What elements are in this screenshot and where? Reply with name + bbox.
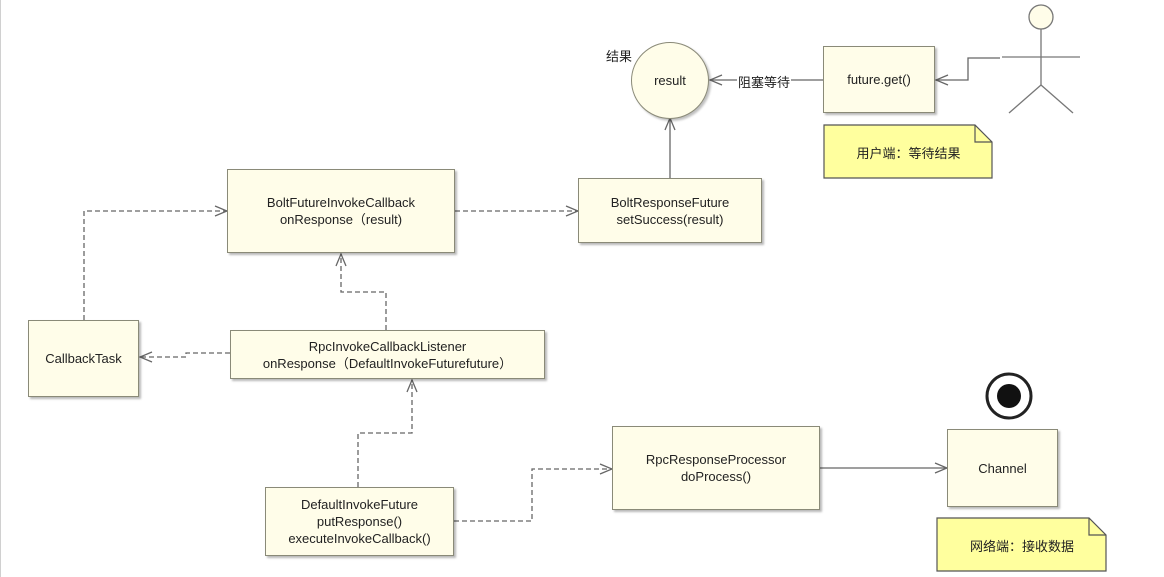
bolt-future-invoke-callback-line1: BoltFutureInvokeCallback: [266, 195, 416, 210]
rpc-invoke-callback-listener-node[interactable]: RpcInvokeCallbackListener onResponse（Def…: [230, 330, 545, 379]
default-invoke-future-line3: executeInvokeCallback(): [288, 531, 431, 546]
actor-icon: [1002, 4, 1080, 114]
user-side-note-text: 用户端：等待结果: [856, 145, 961, 161]
result-label: result: [654, 73, 686, 88]
rpc-invoke-callback-listener-line1: RpcInvokeCallbackListener: [308, 338, 467, 354]
result-circle[interactable]: result: [631, 42, 709, 119]
bolt-future-invoke-callback-line2: onResponse（result): [279, 212, 403, 227]
future-get-label: future.get(): [847, 72, 911, 87]
network-side-note-text: 网络端：接收数据: [969, 538, 1074, 554]
end-state-icon: [985, 372, 1033, 420]
arrow-listener-to-callback-task: [140, 353, 230, 357]
default-invoke-future-line1: DefaultInvokeFuture: [300, 497, 419, 512]
callback-task-node[interactable]: CallbackTask: [28, 320, 139, 397]
arrow-default-future-to-processor: [454, 469, 612, 522]
bolt-response-future-line2: setSuccess(result): [616, 211, 724, 227]
default-invoke-future-node[interactable]: DefaultInvokeFuture putResponse() execut…: [265, 487, 454, 556]
rpc-invoke-callback-listener-line2: onResponse（DefaultInvokeFuturefuture）: [262, 355, 513, 371]
bolt-response-future-node[interactable]: BoltResponseFuture setSuccess(result): [578, 178, 762, 243]
rpc-response-processor-line2: doProcess(): [680, 469, 752, 484]
future-get-node[interactable]: future.get(): [823, 46, 935, 113]
bolt-response-future-line1: BoltResponseFuture: [610, 194, 730, 210]
arrow-listener-to-callback: [341, 254, 387, 330]
rpc-response-processor-line1: RpcResponseProcessor: [645, 452, 787, 467]
canvas-left-edge: [0, 0, 1, 577]
user-side-note: 用户端：等待结果: [823, 124, 994, 180]
channel-node[interactable]: Channel: [947, 429, 1058, 507]
bolt-future-invoke-callback-node[interactable]: BoltFutureInvokeCallback onResponse（resu…: [227, 169, 455, 253]
blocking-wait-label: 阻塞等待: [737, 72, 792, 91]
rpc-response-processor-node[interactable]: RpcResponseProcessor doProcess(): [612, 426, 820, 510]
arrow-default-future-to-listener: [357, 380, 412, 487]
result-caption: 结果: [606, 49, 633, 64]
network-side-note: 网络端：接收数据: [936, 517, 1108, 573]
arrow-actor-to-future-get: [936, 57, 1000, 80]
arrow-callback-task-to-callback: [83, 211, 227, 320]
callback-task-label: CallbackTask: [45, 351, 122, 366]
default-invoke-future-line2: putResponse(): [316, 514, 403, 529]
channel-label: Channel: [978, 460, 1027, 476]
